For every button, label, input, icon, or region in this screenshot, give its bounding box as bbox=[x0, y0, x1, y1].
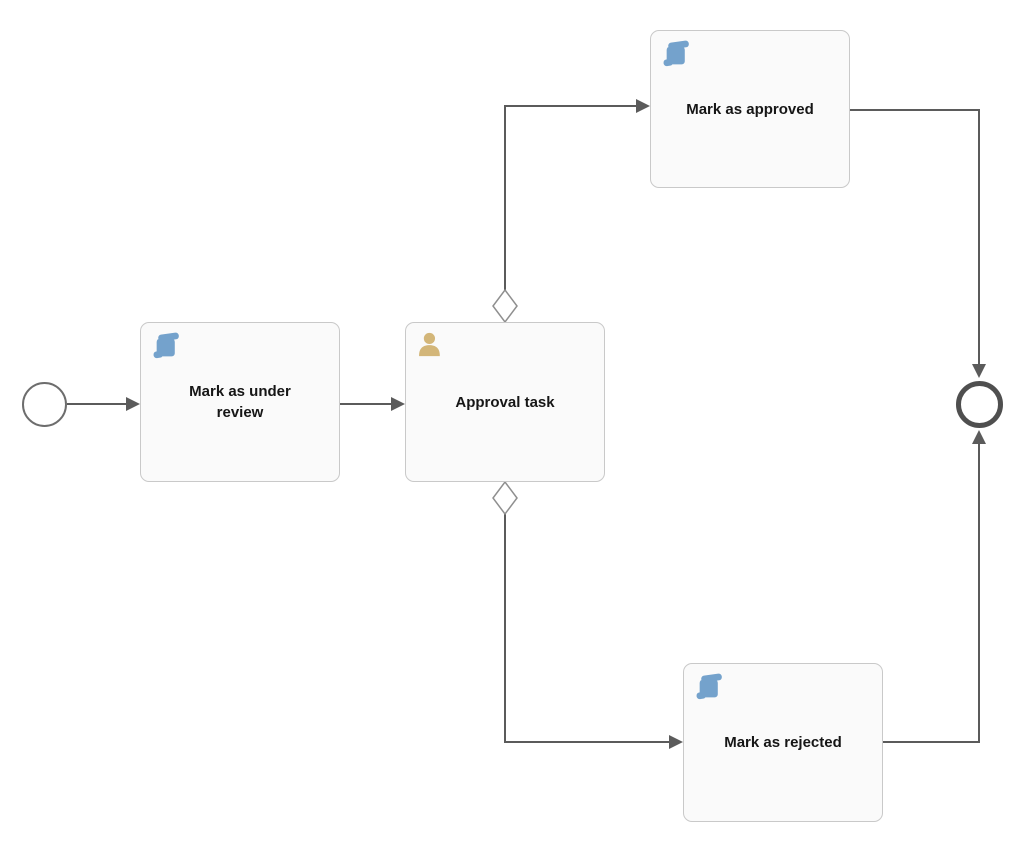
script-icon bbox=[662, 39, 691, 68]
arrowhead-icon bbox=[126, 397, 140, 411]
end-event[interactable] bbox=[956, 381, 1003, 428]
flow-under-review-to-approval[interactable] bbox=[340, 397, 405, 411]
task-mark-as-approved[interactable]: Mark as approved bbox=[650, 30, 850, 188]
task-mark-as-under-review[interactable]: Mark as under review bbox=[140, 322, 340, 482]
user-icon bbox=[417, 331, 446, 360]
flow-approval-to-rejected[interactable] bbox=[492, 480, 683, 749]
script-icon bbox=[152, 331, 181, 360]
arrowhead-icon bbox=[636, 99, 650, 113]
conditional-flow-diamond-icon bbox=[492, 480, 518, 516]
flow-rejected-to-end[interactable] bbox=[883, 430, 986, 743]
conditional-flow-diamond-icon bbox=[492, 288, 518, 324]
task-label: Mark as under review bbox=[189, 383, 291, 421]
flow-approval-to-approved[interactable] bbox=[492, 99, 650, 324]
arrowhead-icon bbox=[669, 735, 683, 749]
start-event[interactable] bbox=[22, 382, 67, 427]
script-icon bbox=[695, 672, 724, 701]
task-label: Approval task bbox=[455, 393, 555, 411]
flow-start-to-under-review[interactable] bbox=[67, 397, 140, 411]
flow-approved-to-end[interactable] bbox=[850, 109, 986, 378]
arrowhead-icon bbox=[972, 430, 986, 444]
arrowhead-icon bbox=[391, 397, 405, 411]
arrowhead-icon bbox=[972, 364, 986, 378]
task-mark-as-rejected[interactable]: Mark as rejected bbox=[683, 663, 883, 822]
task-label: Mark as approved bbox=[686, 100, 814, 118]
task-label: Mark as rejected bbox=[724, 734, 842, 751]
task-approval[interactable]: Approval task bbox=[405, 322, 605, 482]
